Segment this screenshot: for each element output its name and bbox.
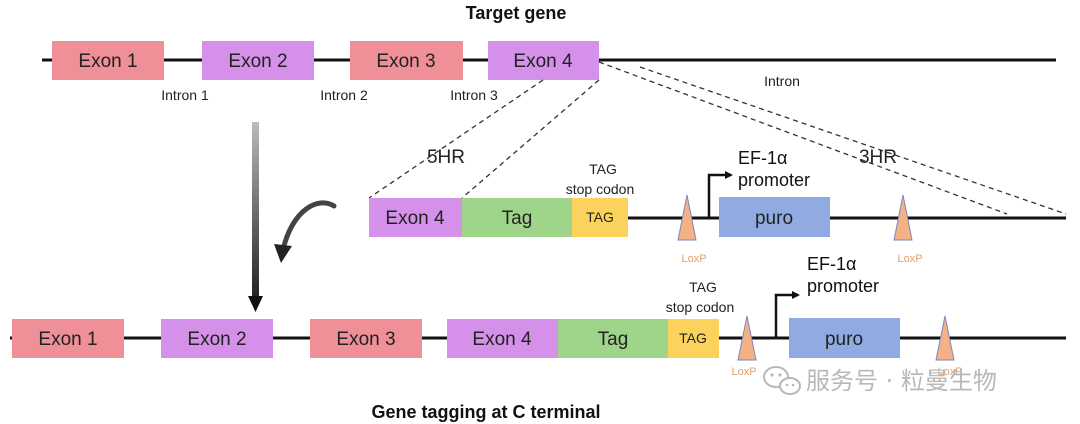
result-stop-label: TAG [679,330,707,346]
result-promoter-line-2: promoter [807,276,879,296]
intron-1-label: Intron 1 [161,87,209,103]
result-loxp-2 [935,315,955,361]
result-promoter-arrow [774,291,800,338]
result-puro-label: puro [825,329,863,350]
donor-promoter-arrow [707,171,733,218]
donor-loxp-1-label: LoxP [681,253,706,265]
wechat-watermark: 服务号 · 粒曼生物 [763,366,997,395]
result-tag-label: Tag [598,329,629,350]
target-exon-4-box [488,41,599,80]
result-puro-box [789,318,900,358]
watermark-text: 服务号 · 粒曼生物 [806,367,997,395]
donor-stop-caption-1: TAG [589,161,617,177]
donor-promoter-line-2: promoter [738,170,810,190]
result-exon-1-box [12,319,124,358]
intron-label: Intron [764,73,800,89]
target-exon-2-label: Exon 2 [228,51,287,72]
target-exon-3-label: Exon 3 [376,51,435,72]
donor-promoter-line-1: EF-1α [738,148,787,168]
down-arrow-head [248,296,263,312]
intron-3-label: Intron 3 [450,87,498,103]
curved-arrow-icon [280,200,337,253]
donor-puro-label: puro [755,208,793,229]
result-exon-4-label: Exon 4 [472,329,532,350]
donor-stop-label: TAG [586,209,614,225]
target-exon-4-label: Exon 4 [513,51,573,72]
target-exon-2-box [202,41,314,80]
hr5-label: 5HR [427,147,465,168]
target-exon-1-box [52,41,164,80]
intron-2-label: Intron 2 [320,87,368,103]
donor-tag-box [462,198,572,237]
donor-stop-caption-2: stop codon [566,181,635,197]
donor-exon-4-box [369,198,462,237]
curved-arrow-head [274,244,292,263]
donor-tag-label: Tag [502,208,533,229]
title-gene-tagging: Gene tagging at C terminal [371,402,600,422]
result-stop-box [668,319,719,358]
result-stop-caption-1: TAG [689,279,717,295]
hr3-label: 3HR [859,147,897,168]
homology-dashed-lines [368,61,1067,215]
donor-loxp-1 [677,194,697,241]
result-promoter-line-1: EF-1α [807,254,856,274]
result-stop-caption-2: stop codon [666,299,735,315]
down-arrow-shaft [252,122,259,298]
result-exon-3-box [310,319,422,358]
result-exon-4-box [447,319,558,358]
target-exon-1-label: Exon 1 [78,51,137,72]
result-exon-3-label: Exon 3 [336,329,395,350]
donor-puro-box [719,197,830,237]
donor-loxp-2-label: LoxP [897,253,922,265]
title-target-gene: Target gene [466,3,567,23]
result-tag-box [558,319,668,358]
result-loxp-1-label: LoxP [731,366,756,378]
donor-stop-box [572,198,628,237]
wechat-icon [763,366,801,395]
result-loxp-2-label: LoxP [937,366,962,378]
result-exon-2-label: Exon 2 [187,329,246,350]
result-exon-1-label: Exon 1 [38,329,97,350]
donor-loxp-2 [893,194,913,241]
target-exon-3-box [350,41,463,80]
donor-exon-4-label: Exon 4 [385,208,445,229]
result-loxp-1 [737,315,757,361]
result-exon-2-box [161,319,273,358]
